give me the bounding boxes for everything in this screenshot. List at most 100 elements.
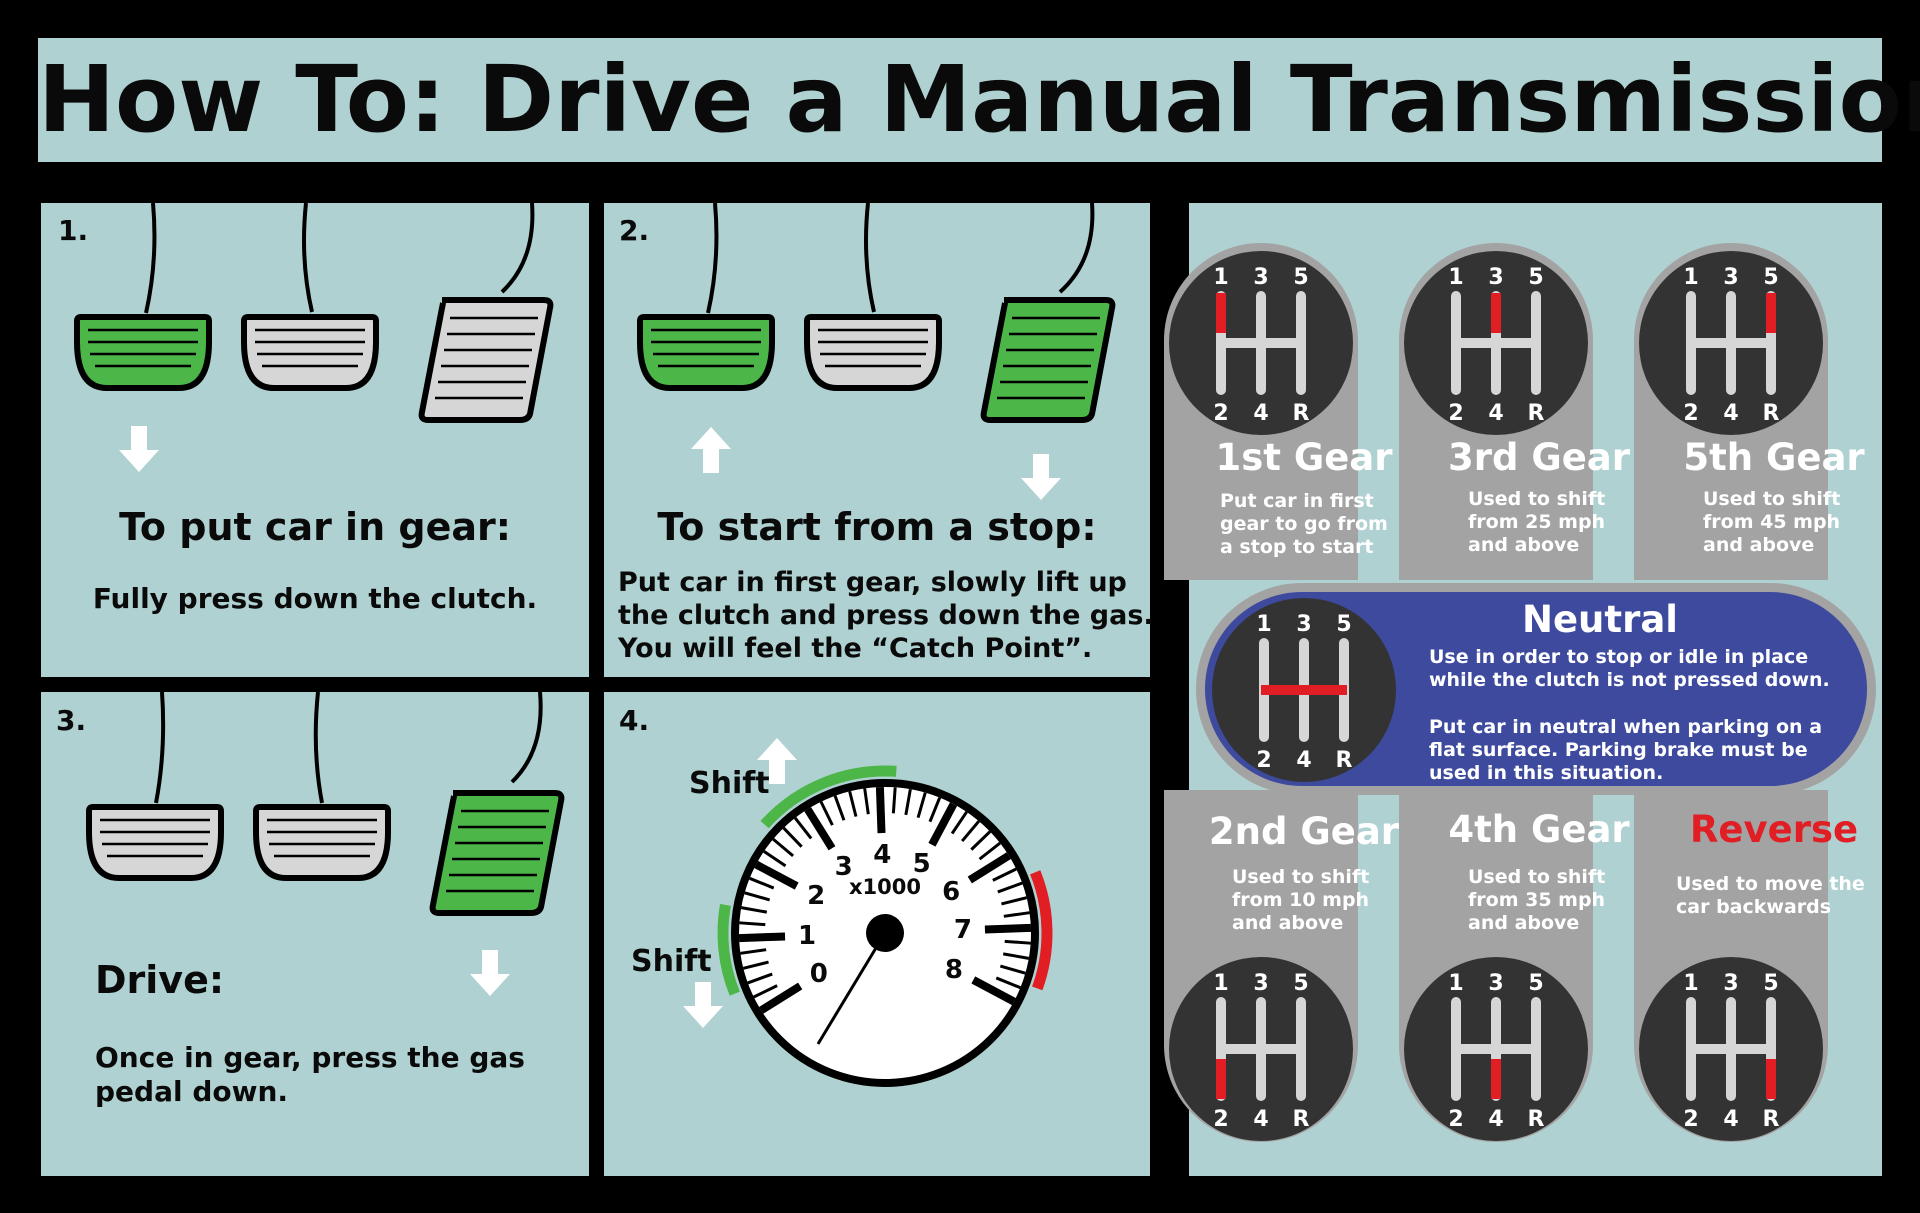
gas-pedal-icon (422, 300, 551, 420)
step-3-panel (41, 692, 589, 1176)
step-3-text: Once in gear, press the gas pedal down. (95, 1041, 525, 1108)
gear-shift-knob-icon (1169, 251, 1353, 435)
gear-shift-knob-icon (1404, 251, 1588, 435)
shift-pattern-label: 1 (1683, 971, 1698, 996)
step-2-text: Put car in first gear, slowly lift up th… (618, 567, 1154, 664)
shift-pattern-label: 3 (1488, 971, 1503, 996)
step-1-heading: To put car in gear: (119, 505, 511, 549)
gauge-minor-tick (916, 792, 927, 819)
shift-pattern-label: 5 (1763, 265, 1778, 290)
step-1-text: Fully press down the clutch. (92, 582, 538, 615)
brake-pedal-icon (807, 317, 939, 388)
gauge-minor-tick (960, 820, 980, 843)
brake-pedal-icon (244, 317, 376, 388)
neutral-title: Neutral (1522, 598, 1678, 641)
arrow-down-icon (683, 982, 723, 1028)
shift-pattern-label: 2 (1213, 1107, 1228, 1132)
gauge-minor-tick (970, 830, 992, 851)
gear-description-1: Put car in first gear to go from a stop … (1220, 490, 1388, 558)
gear-description-R: Used to move the car backwards (1676, 873, 1865, 918)
gauge-minor-tick (772, 838, 795, 858)
shift-pattern-label: R (1293, 401, 1310, 426)
shift-pattern-label: 4 (1253, 401, 1268, 426)
gauge-minor-tick (833, 795, 846, 821)
gauge-major-tick (738, 932, 786, 943)
gauge-tick-label: 5 (912, 849, 931, 880)
shift-pattern-label: 2 (1256, 748, 1271, 773)
step-1-illustration (77, 202, 551, 472)
shift-pattern-label: 2 (1213, 401, 1228, 426)
shift-pattern-label: 1 (1448, 971, 1463, 996)
gauge-minor-tick (891, 787, 897, 814)
gauge-tick-label: 8 (944, 954, 963, 985)
gear-title-3: 3rd Gear (1447, 436, 1631, 479)
gauge-minor-tick (793, 817, 813, 840)
gauge-minor-tick (1003, 911, 1030, 918)
gauge-unit: x1000 (849, 875, 921, 899)
gear-shift-knob-icon (1639, 957, 1823, 1141)
shift-pattern-label: 4 (1488, 1107, 1503, 1132)
shift-pattern-label: 2 (1448, 401, 1463, 426)
shift-pattern-label: R (1763, 1107, 1780, 1132)
arrow-down-icon (119, 426, 159, 472)
shift-pattern-label: 5 (1528, 971, 1543, 996)
page-title: How To: Drive a Manual Transmission (38, 46, 1920, 153)
gauge-minor-tick (992, 867, 1017, 882)
step-1-number: 1. (58, 214, 89, 247)
gauge-tick-label: 4 (873, 840, 892, 871)
shift-pattern-label: 2 (1683, 1107, 1698, 1132)
gear-shift-knob-icon (1404, 957, 1588, 1141)
gauge-minor-tick (739, 921, 766, 927)
gear-title-4: 4th Gear (1448, 808, 1630, 851)
shift-pattern-label: 4 (1253, 1107, 1268, 1132)
shift-pattern-label: R (1528, 1107, 1545, 1132)
gauge-major-tick (971, 976, 1016, 1006)
gauge-major-tick (754, 860, 799, 890)
shift-pattern-label: R (1336, 748, 1353, 773)
shift-pattern-label: 1 (1256, 612, 1271, 637)
gauge-minor-tick (863, 788, 870, 815)
arrow-up-icon (691, 427, 731, 473)
shift-pattern-label: R (1528, 401, 1545, 426)
gauge-tick-label: 6 (942, 876, 961, 907)
shift-pattern-label: R (1293, 1107, 1310, 1132)
step-4-number: 4. (619, 704, 650, 737)
gas-pedal-icon (433, 793, 562, 913)
gauge-major-tick (967, 852, 1011, 884)
shift-pattern-label: 1 (1213, 971, 1228, 996)
gauge-minor-tick (763, 850, 787, 868)
shift-pattern-label: 3 (1253, 971, 1268, 996)
shift-pattern-label: 3 (1253, 265, 1268, 290)
gauge-minor-tick (782, 826, 803, 848)
gauge-major-tick (928, 802, 958, 847)
gauge-minor-tick (1002, 952, 1030, 960)
neutral-text-1: Use in order to stop or idle in place wh… (1429, 646, 1830, 691)
gauge-tick-label: 7 (953, 915, 972, 946)
shift-pattern-label: 3 (1723, 971, 1738, 996)
gauge-minor-tick (999, 964, 1026, 975)
shift-pattern-label: R (1763, 401, 1780, 426)
gear-guide-graphics: 12345R12345R12345R12345R12345R12345R1234… (1164, 243, 1876, 1142)
gear-title-2: 2nd Gear (1208, 810, 1400, 853)
gauge-minor-tick (904, 788, 912, 816)
gauge-major-tick (875, 786, 886, 834)
shift-pattern-label: 3 (1723, 265, 1738, 290)
gear-shift-knob-icon (1639, 251, 1823, 435)
step-3-number: 3. (56, 704, 87, 737)
arrow-down-icon (1021, 454, 1061, 500)
step-3-heading: Drive: (95, 958, 225, 1002)
gauge-minor-tick (744, 891, 771, 902)
shift-pattern-label: 5 (1293, 265, 1308, 290)
shift-down-label: Shift (631, 944, 712, 979)
gauge-tick-label: 3 (834, 851, 853, 882)
gauge-minor-tick (740, 948, 767, 955)
gear-shift-knob-icon (1169, 957, 1353, 1141)
shift-pattern-label: 5 (1528, 265, 1543, 290)
shift-pattern-label: 4 (1488, 401, 1503, 426)
step-2-panel (604, 203, 1150, 677)
shift-pattern-label: 1 (1683, 265, 1698, 290)
gear-title-R: Reverse (1689, 808, 1859, 851)
shift-pattern-label: 4 (1723, 1107, 1738, 1132)
